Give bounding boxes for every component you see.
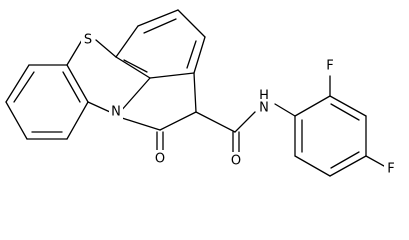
ortho-fluorine-label: F <box>326 59 333 74</box>
sulfur-label: S <box>84 33 92 48</box>
para-fluorine-label: F <box>387 162 394 177</box>
bond-lines <box>5 9 385 177</box>
amide-oxygen-label: O <box>231 154 241 169</box>
amide-hydrogen-label: H <box>259 89 269 104</box>
lactam-oxygen-label: O <box>155 152 165 167</box>
atom-labels: S N O O H N F F <box>81 31 398 178</box>
ring-nitrogen-label: N <box>111 105 121 120</box>
chemical-structure-diagram: S N O O H N F F <box>5 9 398 178</box>
amide-nitrogen-label: N <box>259 101 269 116</box>
